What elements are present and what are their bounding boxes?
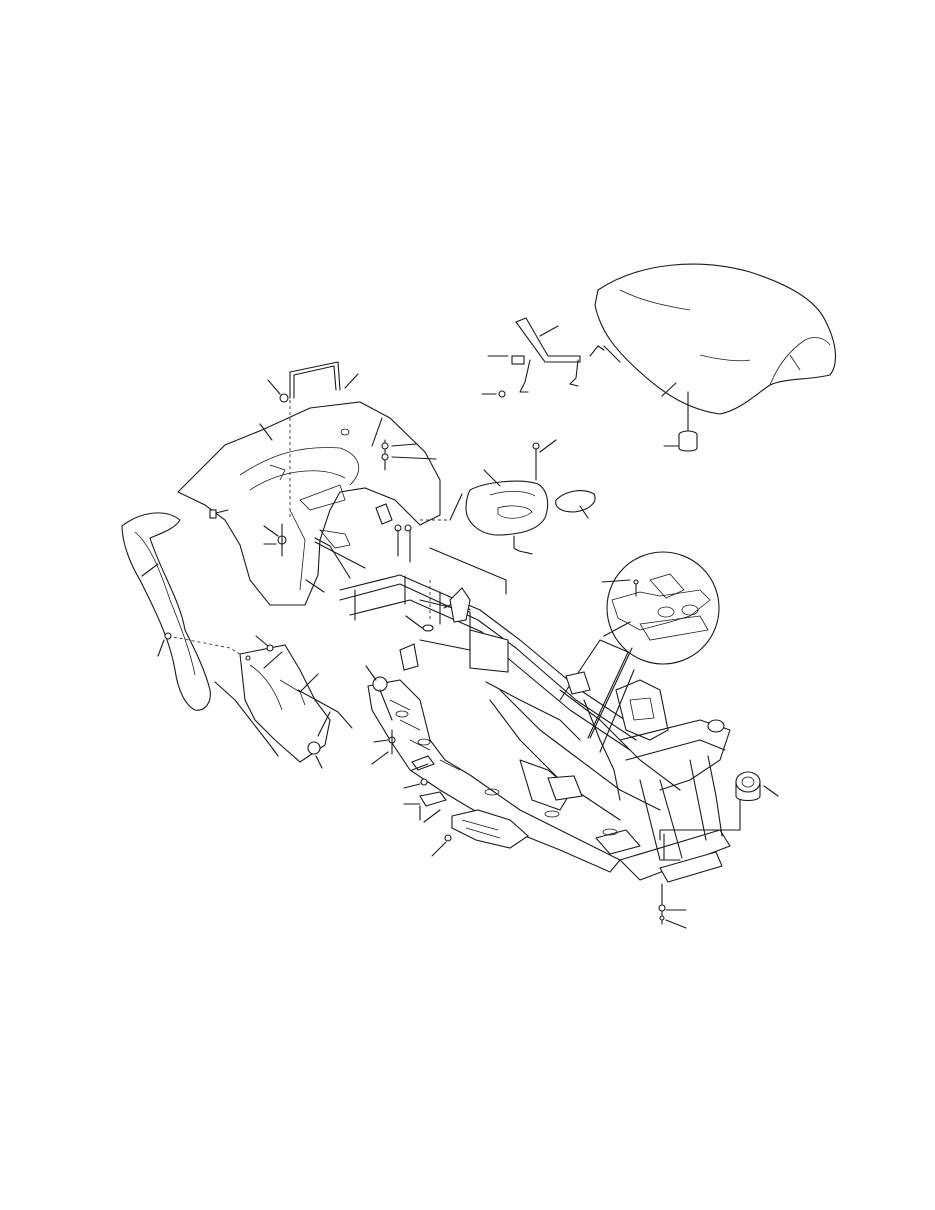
- rear-fender: [177, 401, 441, 606]
- battery-cover: [465, 439, 557, 555]
- mud-flap: [121, 512, 211, 711]
- rear-rack-handle: [267, 361, 359, 403]
- seat: [594, 263, 836, 415]
- detail-inset: [589, 551, 720, 739]
- seat-latch: [481, 317, 621, 398]
- bottom-fasteners: [658, 883, 687, 929]
- frame: [339, 574, 731, 883]
- footrest-panel: [157, 632, 353, 769]
- fender-fasteners: [209, 439, 437, 593]
- bumper-grommet: [659, 771, 779, 861]
- tool-box-lid: [555, 490, 596, 519]
- seat-bumper: [663, 391, 698, 452]
- fender-bracket-right: [375, 493, 463, 563]
